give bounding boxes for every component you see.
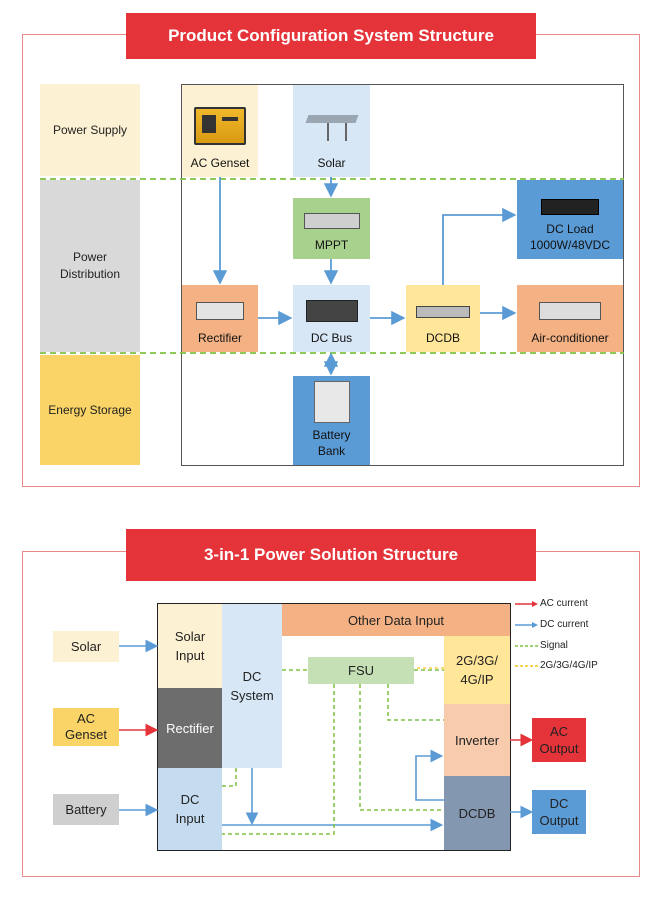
input-solar: Solar xyxy=(53,631,119,662)
node-mppt-label: MPPT xyxy=(314,238,349,252)
mppt-device-icon xyxy=(303,213,360,229)
node-air-conditioner-label: Air-conditioner xyxy=(531,331,609,345)
input-battery: Battery xyxy=(53,794,119,825)
block-comm: 2G/3G/ 4G/IP xyxy=(444,636,510,704)
dc-bus-rack-icon xyxy=(305,300,358,322)
node-ac-genset: AC Genset xyxy=(182,85,258,177)
output-ac: AC Output xyxy=(532,718,586,762)
node-ac-genset-label: AC Genset xyxy=(190,156,250,170)
node-dcdb-label: DCDB xyxy=(425,331,460,345)
block-inverter: Inverter xyxy=(444,704,510,776)
air-conditioner-icon xyxy=(539,302,601,320)
node-solar: Solar xyxy=(293,85,370,177)
legend: AC current DC current Signal 2G/3G/4G/IP xyxy=(514,598,644,678)
row-label-power-distribution: Power Distribution xyxy=(40,180,140,352)
block-solar-input: Solar Input xyxy=(158,604,222,688)
node-battery-bank: Battery Bank xyxy=(293,376,370,465)
legend-label-ac-current: AC current xyxy=(540,598,588,609)
legend-item-ac-current: AC current xyxy=(514,598,588,609)
legend-label-signal: Signal xyxy=(540,640,568,651)
legend-item-signal: Signal xyxy=(514,640,568,651)
block-other-data-input: Other Data Input xyxy=(282,604,510,636)
block-dcdb: DCDB xyxy=(444,776,510,850)
node-air-conditioner: Air-conditioner xyxy=(517,285,623,352)
block-dc-input: DC Input xyxy=(158,768,222,850)
node-dc-bus-label: DC Bus xyxy=(310,331,353,345)
output-dc: DC Output xyxy=(532,790,586,834)
row-label-power-supply: Power Supply xyxy=(40,84,140,176)
battery-icon xyxy=(313,381,350,423)
rectifier-device-icon xyxy=(196,302,244,320)
dc-load-device-icon xyxy=(541,199,599,215)
node-mppt: MPPT xyxy=(293,198,370,259)
node-battery-bank-label: Battery Bank xyxy=(312,428,351,458)
node-rectifier-label: Rectifier xyxy=(197,331,242,345)
bottom-diagram-title: 3-in-1 Power Solution Structure xyxy=(126,529,536,581)
row-label-power-distribution-text: Power Distribution xyxy=(59,250,121,281)
solar-panel-icon xyxy=(305,111,359,141)
block-rectifier: Rectifier xyxy=(158,688,222,768)
legend-item-dc-current: DC current xyxy=(514,619,588,630)
legend-label-comm: 2G/3G/4G/IP xyxy=(540,660,598,671)
generator-icon xyxy=(194,107,246,145)
block-fsu: FSU xyxy=(308,657,414,684)
node-dc-load: DC Load 1000W/48VDC xyxy=(517,180,623,259)
legend-item-comm: 2G/3G/4G/IP xyxy=(514,660,598,671)
node-dc-load-label: DC Load 1000W/48VDC xyxy=(529,222,611,252)
node-solar-label: Solar xyxy=(317,156,346,170)
dcdb-device-icon xyxy=(416,306,470,318)
input-ac-genset: AC Genset xyxy=(53,708,119,746)
block-dc-system: DC System xyxy=(222,604,282,768)
node-rectifier: Rectifier xyxy=(182,285,258,352)
legend-label-dc-current: DC current xyxy=(540,619,589,630)
row-label-energy-storage: Energy Storage xyxy=(40,355,140,465)
node-dc-bus: DC Bus xyxy=(293,285,370,352)
node-dcdb: DCDB xyxy=(406,285,480,352)
top-diagram-title: Product Configuration System Structure xyxy=(126,13,536,59)
system-boundary xyxy=(181,84,624,466)
